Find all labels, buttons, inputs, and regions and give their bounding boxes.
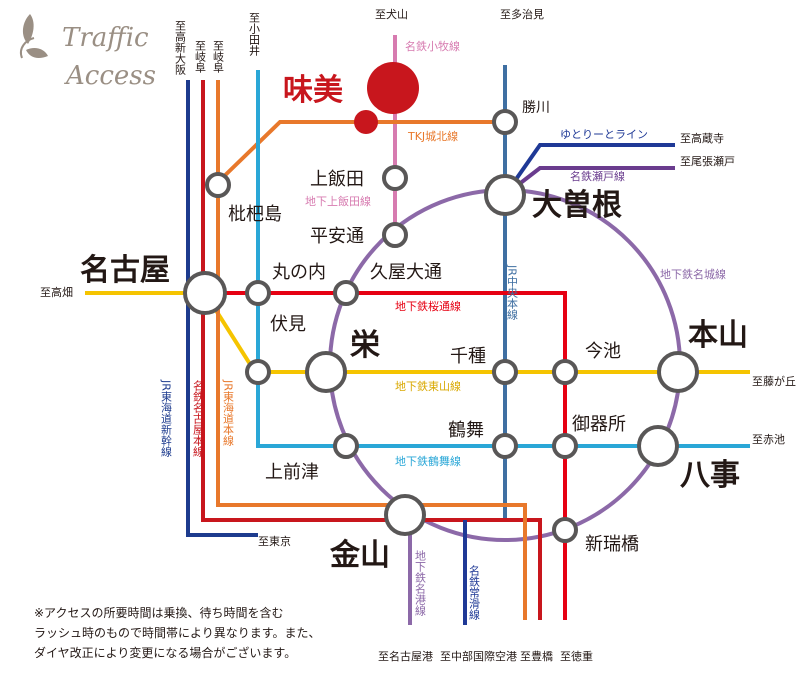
dest-tokushige: 至徳重 xyxy=(560,649,593,663)
station-shinmizuhashi-label: 新瑞橋 xyxy=(585,534,639,555)
dest-tokyo: 至東京 xyxy=(258,534,291,548)
dest-otai: 至小田井 xyxy=(248,12,261,57)
station-kamiiida-marker[interactable] xyxy=(382,165,408,191)
line-label-meitetsu-nagoya: 名鉄名古屋本線 xyxy=(192,379,205,457)
note-line-1: ※アクセスの所要時間は乗換、待ち時間を含む xyxy=(34,606,284,620)
dest-akaike: 至赤池 xyxy=(752,433,785,446)
shinkansen-line xyxy=(186,80,258,537)
station-marunouchi-marker[interactable] xyxy=(245,280,271,306)
note-line-2: ラッシュ時のもので時間帯により異なります。また、 xyxy=(34,626,321,640)
dest-shinosaka: 至高新大阪 xyxy=(174,20,187,76)
station-yagoto-label: 八事 xyxy=(680,458,740,493)
station-ajimi-marker[interactable] xyxy=(367,62,419,114)
station-fushimi-label: 伏見 xyxy=(270,314,306,335)
station-shinmizuhashi-marker[interactable] xyxy=(552,517,578,543)
dest-owariseto: 至尾張瀬戸 xyxy=(680,154,735,168)
station-imaike-marker[interactable] xyxy=(552,359,578,385)
station-nagoya-marker[interactable] xyxy=(183,271,227,315)
station-imaike-label: 今池 xyxy=(585,341,621,362)
station-sakae-label: 栄 xyxy=(350,328,380,363)
station-ajimi-label: 味美 xyxy=(283,73,343,108)
station-hisaya-marker[interactable] xyxy=(333,280,359,306)
station-motoyama-label: 本山 xyxy=(688,318,748,353)
station-hisaya-label: 久屋大通 xyxy=(370,262,442,283)
station-ajimi-small-marker xyxy=(354,110,378,134)
station-tsurumai-label: 鶴舞 xyxy=(448,420,484,441)
dest-inuyama: 至犬山 xyxy=(375,7,408,21)
line-label-jr-chuo: JR中央本線 xyxy=(506,264,519,320)
line-label-seto: 名鉄瀬戸線 xyxy=(570,169,625,183)
station-kamimaezu-marker[interactable] xyxy=(333,433,359,459)
station-fushimi-marker[interactable] xyxy=(245,359,271,385)
station-motoyama-marker[interactable] xyxy=(657,351,699,393)
note-line-3: ダイヤ改正により変更になる場合がございます。 xyxy=(34,646,297,660)
dest-fujigaoka: 至藤が丘 xyxy=(752,374,796,388)
station-kanayama-marker[interactable] xyxy=(384,494,426,536)
leaf-logo-icon xyxy=(20,14,48,59)
station-kamimaezu-label: 上前津 xyxy=(265,462,319,483)
sakuradori-line xyxy=(205,291,567,620)
tsurumai-line xyxy=(256,70,750,448)
access-note: ※アクセスの所要時間は乗換、待ち時間を含む ラッシュ時のもので時間帯により異なり… xyxy=(34,603,394,663)
line-label-tkj: TKJ城北線 xyxy=(407,129,458,143)
dest-tajimi: 至多治見 xyxy=(500,7,544,21)
station-chikusa-marker[interactable] xyxy=(492,359,518,385)
station-kanayama-label: 金山 xyxy=(329,538,390,573)
station-kachigawa-marker[interactable] xyxy=(492,109,518,135)
station-marunouchi-label: 丸の内 xyxy=(272,262,326,283)
station-gokiso-label: 御器所 xyxy=(572,414,626,435)
title-traffic: Traffic xyxy=(62,23,149,53)
station-sakae-marker[interactable] xyxy=(305,351,347,393)
station-ozone-marker[interactable] xyxy=(484,174,526,216)
line-label-meijo: 地下鉄名城線 xyxy=(660,267,726,281)
station-nagoya-label: 名古屋 xyxy=(80,253,170,288)
line-label-sakuradori: 地下鉄桜通線 xyxy=(395,299,461,313)
line-label-tsurumai: 地下鉄鶴舞線 xyxy=(395,454,461,468)
station-heiando-label: 平安通 xyxy=(310,226,364,247)
dest-gifu-1: 至岐阜 xyxy=(194,40,207,74)
dest-gifu-2: 至岐阜 xyxy=(212,40,225,74)
line-label-shinkansen: JR東海道新幹線 xyxy=(160,379,173,457)
line-label-tokoname: 名鉄常滑線 xyxy=(468,564,481,620)
line-label-jr-tokaido: JR東海道本線 xyxy=(222,379,235,446)
station-kachigawa-label: 勝川 xyxy=(522,100,550,116)
dest-toyohashi: 至豊橋 xyxy=(520,649,553,663)
station-kamiiida-label: 上飯田 xyxy=(310,169,364,190)
station-yagoto-marker[interactable] xyxy=(637,425,679,467)
line-label-komaki: 名鉄小牧線 xyxy=(405,39,460,53)
station-ozone-label: 大曽根 xyxy=(532,188,622,223)
station-biwajima-marker[interactable] xyxy=(205,172,231,198)
line-label-kamiiida: 地下上飯田線 xyxy=(305,194,371,208)
dest-nagoyako: 至名古屋港 xyxy=(378,649,433,663)
tkj-line xyxy=(213,120,505,187)
station-tsurumai-marker[interactable] xyxy=(492,433,518,459)
station-biwajima-label: 枇杷島 xyxy=(228,204,282,225)
line-label-yutorito: ゆとりーとライン xyxy=(560,128,648,141)
line-label-meiko: 地下鉄名港線 xyxy=(414,550,427,616)
dest-takabata: 至高畑 xyxy=(40,285,73,299)
dest-chubu-airport: 至中部国際空港 xyxy=(440,649,517,663)
station-chikusa-label: 千種 xyxy=(450,346,486,367)
title-access: Access xyxy=(64,61,156,91)
station-heiando-marker[interactable] xyxy=(382,222,408,248)
line-label-higashiyama: 地下鉄東山線 xyxy=(395,379,461,393)
station-gokiso-marker[interactable] xyxy=(552,433,578,459)
dest-takayama: 至高蔵寺 xyxy=(680,131,724,145)
